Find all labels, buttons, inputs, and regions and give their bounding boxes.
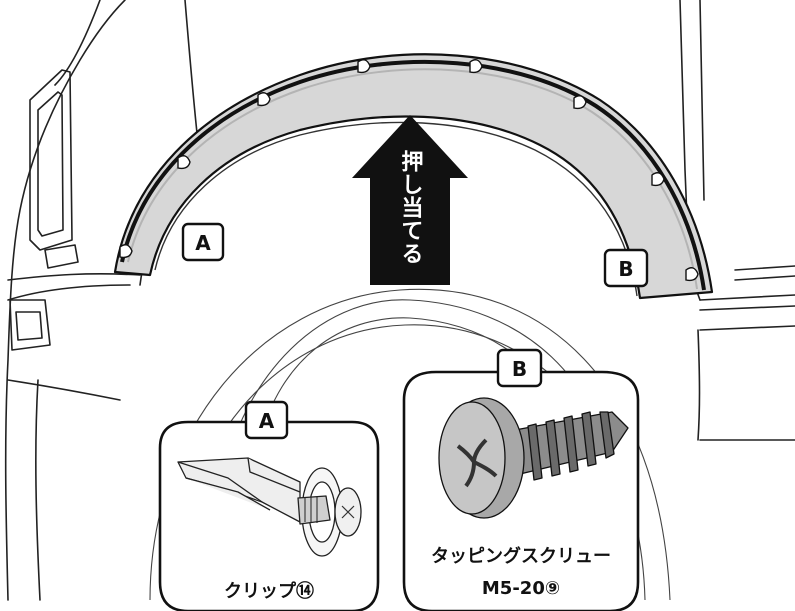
callout-b-tag: B bbox=[512, 357, 527, 381]
fender-bolts bbox=[119, 59, 699, 282]
callout-a: A クリップ⑭ bbox=[158, 400, 380, 611]
fender-tag-b-text: B bbox=[618, 257, 633, 281]
tapping-screw-icon bbox=[438, 397, 629, 519]
push-arrow: 押し当てる bbox=[352, 115, 468, 285]
push-arrow-label: 押し当てる bbox=[398, 149, 424, 265]
fender-tag-a-text: A bbox=[195, 231, 211, 255]
callout-a-tag: A bbox=[259, 409, 275, 433]
callout-b-caption-line2: M5-20⑨ bbox=[482, 578, 560, 599]
fender-tag-a: A bbox=[181, 222, 225, 262]
fender-tag-b: B bbox=[603, 248, 649, 288]
callout-b-caption-line1: タッピングスクリュー bbox=[431, 545, 611, 567]
clip-icon bbox=[177, 457, 362, 557]
callout-a-caption: クリップ⑭ bbox=[224, 580, 314, 602]
callout-b: B タッピングスクリュー M5-20⑨ bbox=[402, 348, 640, 611]
